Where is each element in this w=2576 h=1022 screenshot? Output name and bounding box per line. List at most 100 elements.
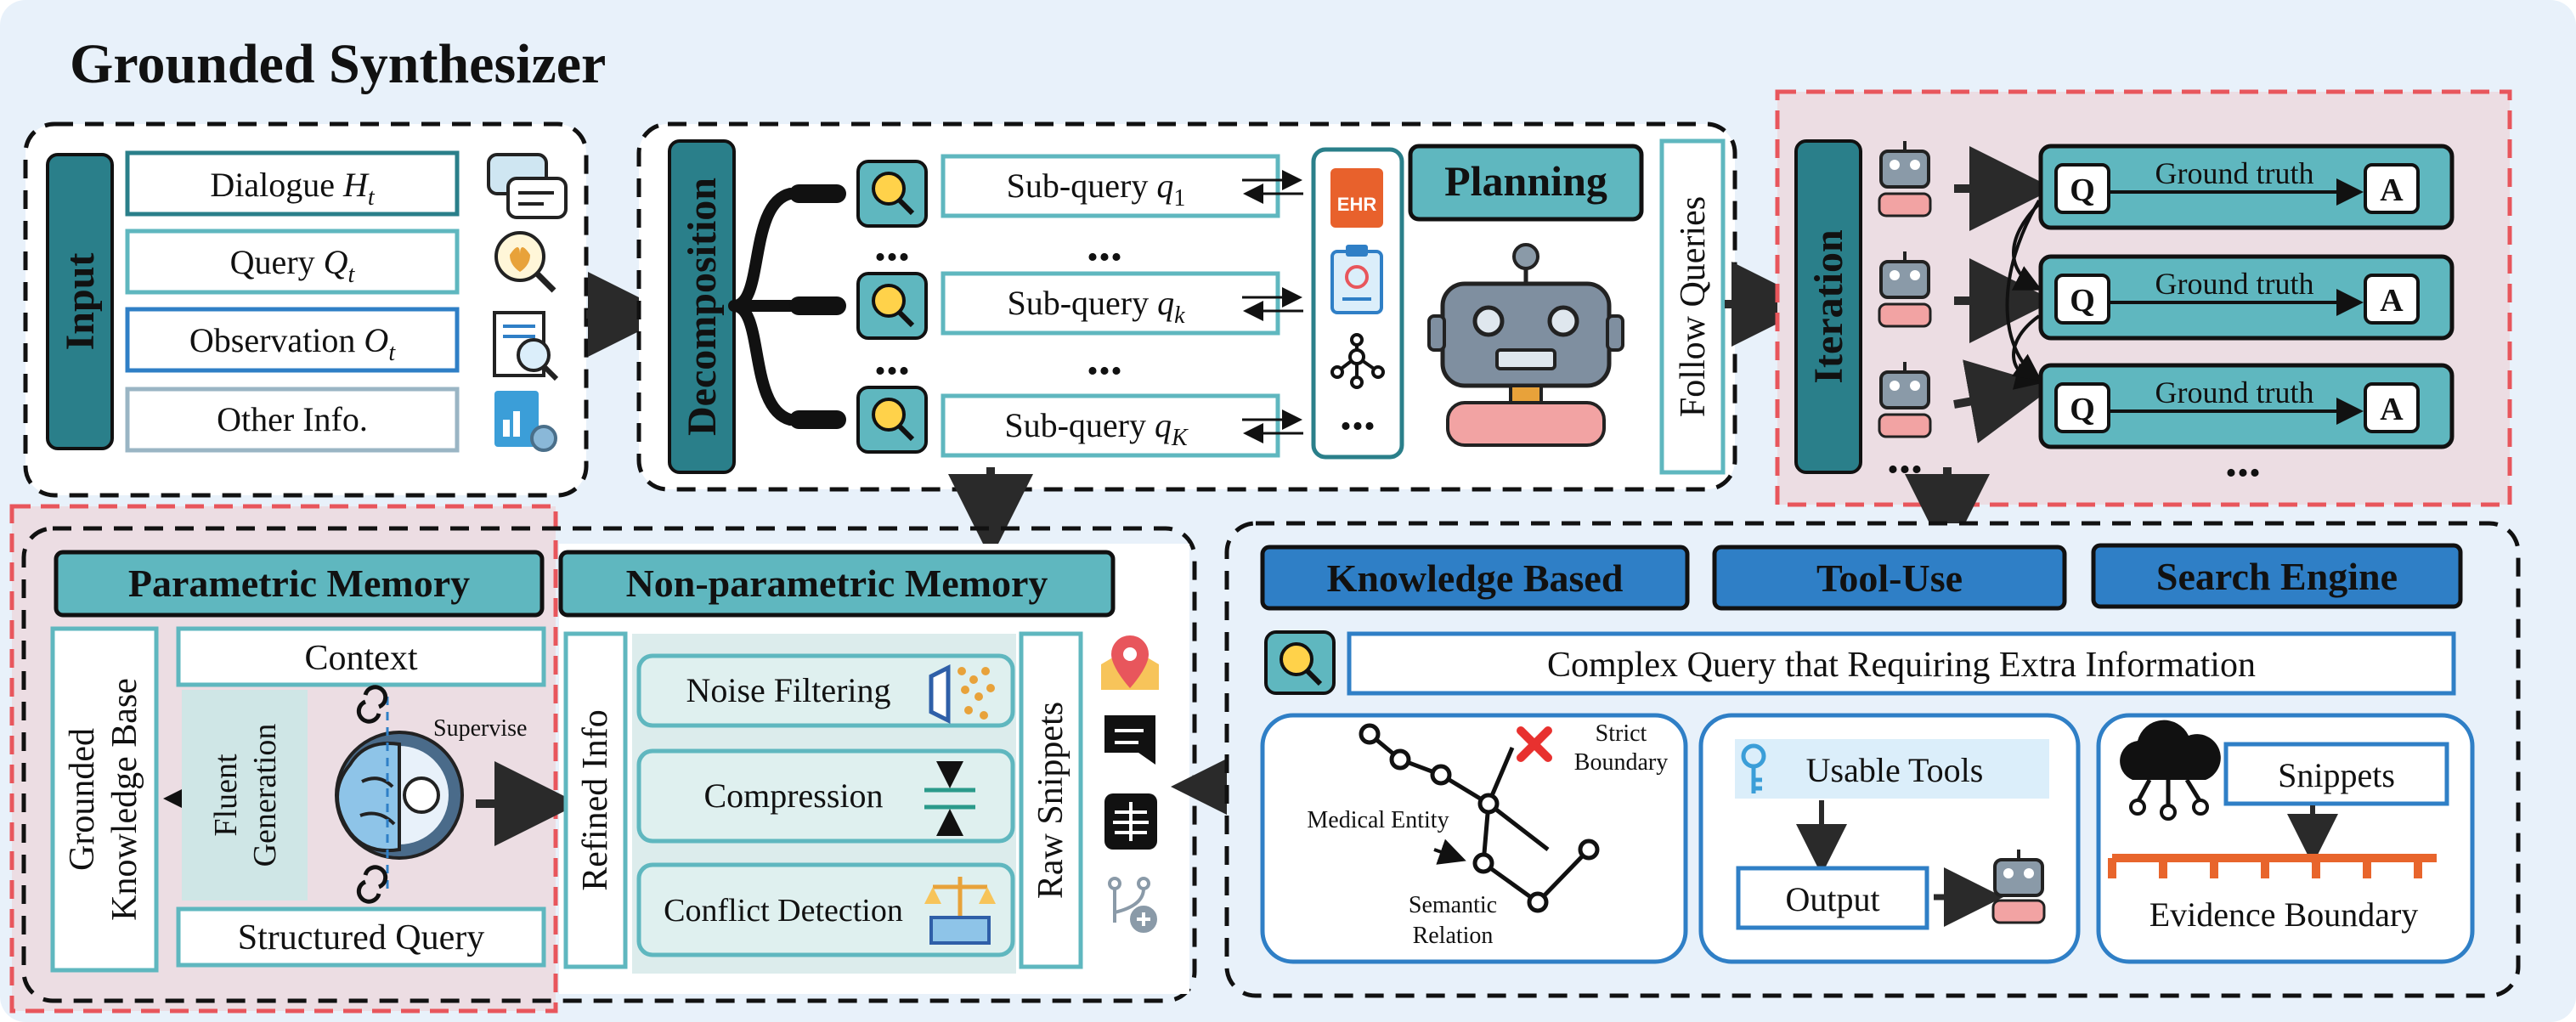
usable-tools-label: Usable Tools <box>1806 751 1984 789</box>
subquery-text-K: Sub-query qK <box>1004 406 1189 451</box>
memory-region <box>21 526 1197 1003</box>
document-search-icon <box>493 311 559 381</box>
rows-ellipsis: ... <box>2225 434 2261 487</box>
input-item-observation <box>125 307 460 373</box>
input-item-observation-text: Observation Ot <box>189 321 396 366</box>
ground-truth-row: Q A Ground truth <box>2038 254 2455 341</box>
structured-query-label: Structured Query <box>238 918 484 957</box>
svg-text:A: A <box>2380 392 2404 427</box>
location-pin-icon <box>1101 635 1159 690</box>
supervise-label: Supervise <box>433 715 527 742</box>
ellipsis: ... <box>1087 332 1122 385</box>
parametric-title: Parametric Memory <box>128 562 470 605</box>
ellipsis: ... <box>1087 218 1122 271</box>
svg-text:EHR: EHR <box>1337 194 1377 215</box>
knowledge-base-box <box>50 626 159 973</box>
funnel-icon <box>929 663 995 725</box>
message-box-icon <box>1104 715 1155 765</box>
input-item-other <box>125 387 460 453</box>
strict-label-2: Boundary <box>1574 749 1668 776</box>
subquery-text-k: Sub-query qk <box>1007 284 1185 329</box>
knowledge-graph-panel <box>1260 713 1688 964</box>
subquery-text-1: Sub-query q1 <box>1007 167 1186 212</box>
robot-icon <box>1991 850 2046 924</box>
raw-snippets-label: Raw Snippets <box>1031 702 1071 899</box>
input-item-query <box>125 229 460 295</box>
robot-icon <box>1878 251 1932 328</box>
fluent-line2: Generation <box>247 724 283 867</box>
planning-label-box <box>1408 144 1644 222</box>
context-label: Context <box>305 639 418 678</box>
tab-knowledge-based <box>1260 545 1690 611</box>
snippets-label: Snippets <box>2278 756 2395 794</box>
cloud-network-icon <box>2120 720 2221 821</box>
scale-book-icon <box>924 877 996 945</box>
follow-queries-label: Follow Queries <box>1674 196 1713 417</box>
tab-search-engine <box>2091 543 2463 609</box>
refined-info-box <box>563 631 628 969</box>
svg-text:A: A <box>2380 283 2404 319</box>
complex-query-label: Complex Query that Requiring Extra Infor… <box>1547 646 2256 685</box>
clipboard-icon <box>1330 245 1383 314</box>
subquery-box-k <box>941 271 1280 336</box>
semantic-label-1: Semantic <box>1409 892 1497 918</box>
medical-entity-label: Medical Entity <box>1307 807 1449 833</box>
iteration-label: Iteration <box>1806 229 1851 383</box>
refined-info-label: Refined Info <box>576 709 615 890</box>
tools-ellipsis: ... <box>1340 387 1376 440</box>
brace-lines <box>728 188 796 426</box>
add-branch-icon <box>1108 877 1157 933</box>
svg-text:Q: Q <box>2070 283 2095 319</box>
iteration-crossing-arrows <box>2005 199 2042 390</box>
svg-text:Ground truth: Ground truth <box>2155 156 2314 190</box>
compress-icon <box>924 761 975 836</box>
report-settings-icon <box>494 391 557 452</box>
iteration-ellipsis: ... <box>1887 431 1923 483</box>
search-icon <box>856 386 928 454</box>
complex-query-box <box>1347 631 2456 696</box>
evidence-boundary-label: Evidence Boundary <box>2149 895 2419 934</box>
entity-pointer <box>1433 838 1466 865</box>
compression-label: Compression <box>703 776 883 815</box>
conflict-detection-box <box>636 862 1015 957</box>
follow-queries-box <box>1659 138 1726 475</box>
noise-filtering-label: Noise Filtering <box>686 671 890 709</box>
strict-label-1: Strict <box>1596 720 1647 747</box>
health-search-icon <box>494 231 556 293</box>
ground-truth-row: Q A Ground truth <box>2038 144 2455 230</box>
key-icon <box>1741 743 1766 793</box>
snippets-box <box>2223 742 2449 806</box>
compression-box <box>636 748 1015 844</box>
tab-tool-use <box>1712 545 2067 611</box>
raw-snippets-box <box>1019 631 1083 969</box>
iteration-label-box <box>1794 139 1862 474</box>
input-item-dialogue-text: Dialogue Ht <box>210 166 376 211</box>
context-box <box>176 626 546 687</box>
ellipsis: ... <box>874 332 910 385</box>
knowledge-base-line2: Knowledge Base <box>105 678 144 921</box>
output-label: Output <box>1785 880 1879 918</box>
fluent-generation-box <box>182 690 308 901</box>
ehr-icon: EHR <box>1330 168 1383 228</box>
iteration-arrows <box>1953 146 2054 443</box>
chat-icon <box>487 153 568 219</box>
page-title: Grounded Synthesizer <box>70 33 606 95</box>
close-icon <box>1517 726 1552 762</box>
svg-text:Ground truth: Ground truth <box>2155 375 2314 409</box>
search-icon <box>1264 630 1336 695</box>
subquery-box-1 <box>941 154 1280 218</box>
tab-knowledge-based-label: Knowledge Based <box>1327 556 1624 600</box>
nonparametric-title: Non-parametric Memory <box>626 562 1048 605</box>
output-box <box>1736 866 1929 930</box>
svg-text:A: A <box>2380 172 2404 208</box>
svg-text:Q: Q <box>2070 392 2095 427</box>
search-icon <box>856 272 928 340</box>
graph-network-icon <box>1330 333 1385 389</box>
subquery-box-K <box>941 393 1280 458</box>
tab-search-engine-label: Search Engine <box>2156 555 2398 598</box>
robot-icon <box>1878 362 1932 438</box>
planning-label: Planning <box>1444 157 1607 205</box>
knowledge-base-line1: Grounded <box>63 728 102 871</box>
cycle-icon <box>356 865 388 904</box>
